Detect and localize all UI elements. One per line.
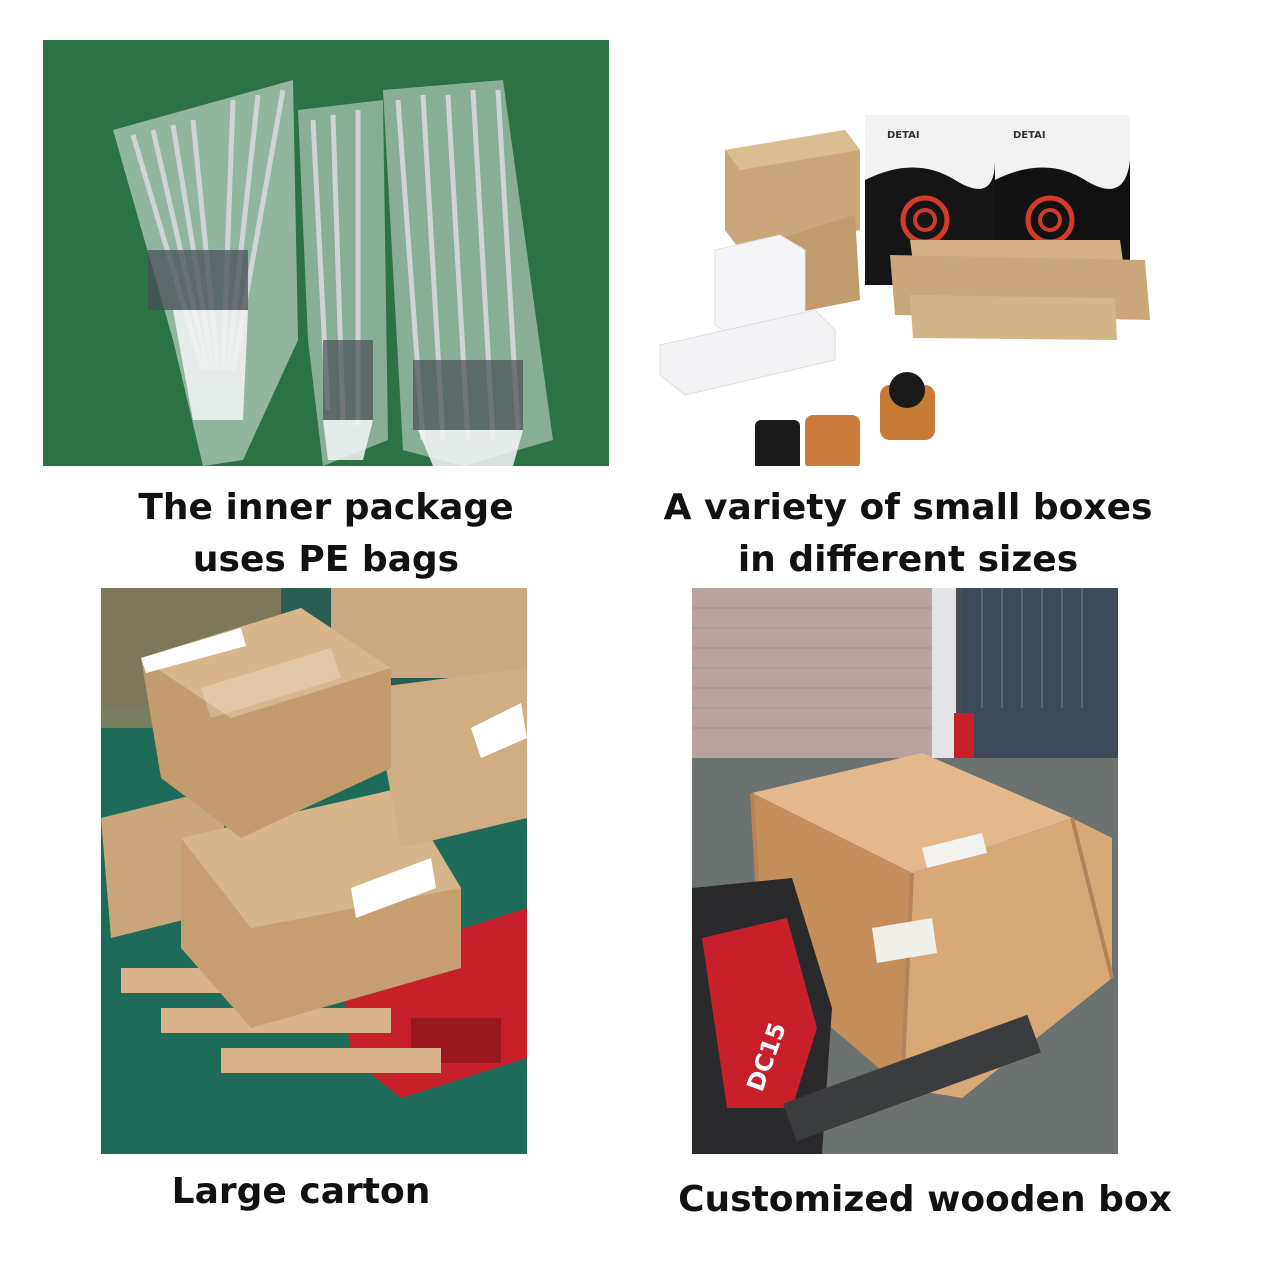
- caption-line: Large carton: [171, 1171, 431, 1212]
- caption-small-boxes: A variety of small boxes in different si…: [620, 482, 1196, 586]
- large-carton-pallet-photo: [101, 588, 527, 1154]
- caption-line: uses PE bags: [192, 539, 460, 580]
- pe-bag-bundles-photo: [43, 40, 609, 466]
- caption-line: Customized wooden box: [678, 1179, 1172, 1220]
- caption-line: The inner package: [138, 487, 514, 528]
- wooden-crate-photo: DC15: [692, 588, 1118, 1154]
- caption-wooden-box: Customized wooden box: [660, 1174, 1190, 1226]
- caption-line: in different sizes: [737, 539, 1079, 580]
- caption-pe-bags: The inner package uses PE bags: [43, 482, 609, 586]
- caption-line: A variety of small boxes: [663, 487, 1153, 528]
- brand-label-left: DETAI: [887, 130, 920, 141]
- caption-large-carton: Large carton: [101, 1166, 501, 1218]
- brand-label-right: DETAI: [1013, 130, 1046, 141]
- small-boxes-photo: DETAI DETAI: [655, 40, 1161, 466]
